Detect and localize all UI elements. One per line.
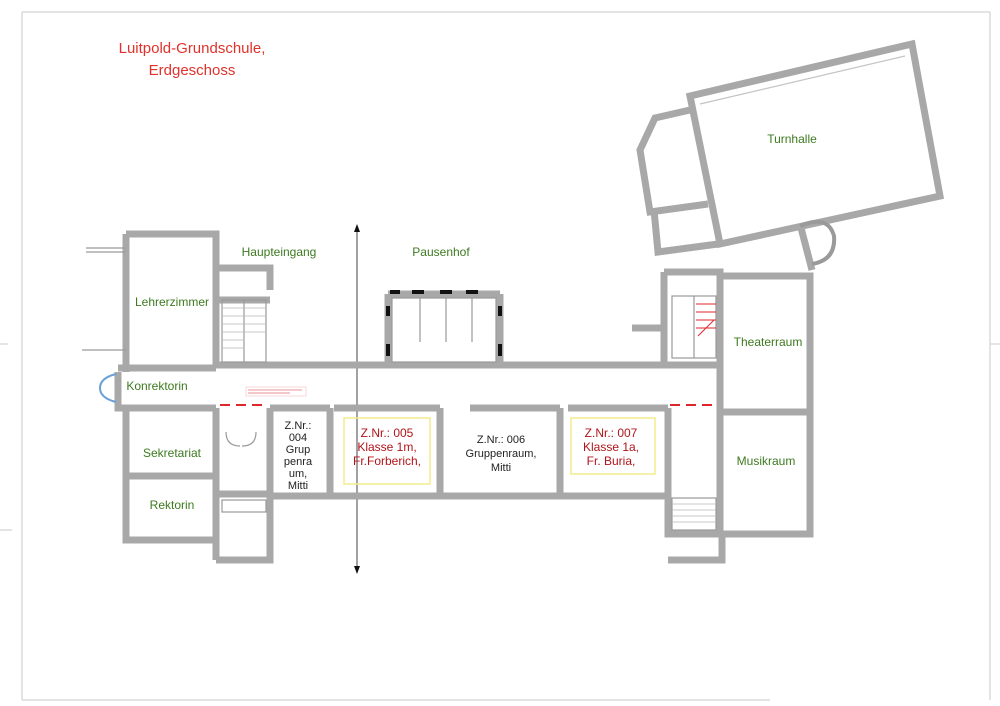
label-turnhalle: Turnhalle: [767, 132, 817, 146]
walls: [114, 39, 945, 564]
label-room-005: Z.Nr.: 005 Klasse 1m, Fr.Forberich,: [353, 426, 421, 468]
red-stair-marks: [696, 303, 716, 337]
sheet-frame: [0, 11, 1000, 701]
room-005-line: Klasse 1m,: [357, 440, 416, 454]
label-room-004: Z.Nr.: 004 Grup penra um, Mitti: [284, 420, 313, 492]
room-006-line: Z.Nr.: 006: [477, 434, 525, 446]
room-005-line: Fr.Forberich,: [353, 454, 421, 468]
label-room-007: Z.Nr.: 007 Klasse 1a, Fr. Buria,: [583, 426, 639, 468]
room-005-highlight: [343, 417, 431, 485]
section-axis: [354, 224, 360, 574]
room-006-line: Mitti: [491, 462, 511, 474]
toilet-black-segments: [386, 290, 502, 356]
room-007-line: Klasse 1a,: [583, 440, 639, 454]
label-konrektorin: Konrektorin: [126, 379, 187, 393]
inner-details: [82, 55, 906, 531]
label-pausenhof: Pausenhof: [412, 245, 470, 259]
room-004-line: penra: [284, 456, 313, 468]
konrektorin-bay: [98, 373, 117, 403]
corridor-note: [245, 386, 307, 397]
room-005-line: Z.Nr.: 005: [361, 426, 414, 440]
room-007-highlight: [570, 417, 656, 475]
plan-title-line1: Luitpold-Grundschule,: [119, 40, 266, 57]
label-lehrerzimmer: Lehrerzimmer: [135, 295, 209, 309]
room-004-line: Mitti: [288, 480, 308, 492]
room-004-line: Grup: [286, 444, 310, 456]
room-006-line: Gruppenraum,: [466, 448, 537, 460]
room-007-line: Fr. Buria,: [587, 454, 636, 468]
room-004-line: Z.Nr.:: [285, 420, 312, 432]
room-004-line: 004: [289, 432, 307, 444]
plan-title-line2: Erdgeschoss: [149, 62, 236, 79]
label-musikraum: Musikraum: [737, 454, 796, 468]
room-004-line: um,: [289, 468, 307, 480]
label-room-006: Z.Nr.: 006 Gruppenraum, Mitti: [466, 434, 537, 474]
label-theaterraum: Theaterraum: [734, 335, 803, 349]
stair-treads: [222, 307, 716, 523]
label-rektorin: Rektorin: [150, 498, 195, 512]
room-007-line: Z.Nr.: 007: [585, 426, 638, 440]
label-haupteingang: Haupteingang: [242, 245, 317, 259]
label-sekretariat: Sekretariat: [143, 446, 202, 460]
